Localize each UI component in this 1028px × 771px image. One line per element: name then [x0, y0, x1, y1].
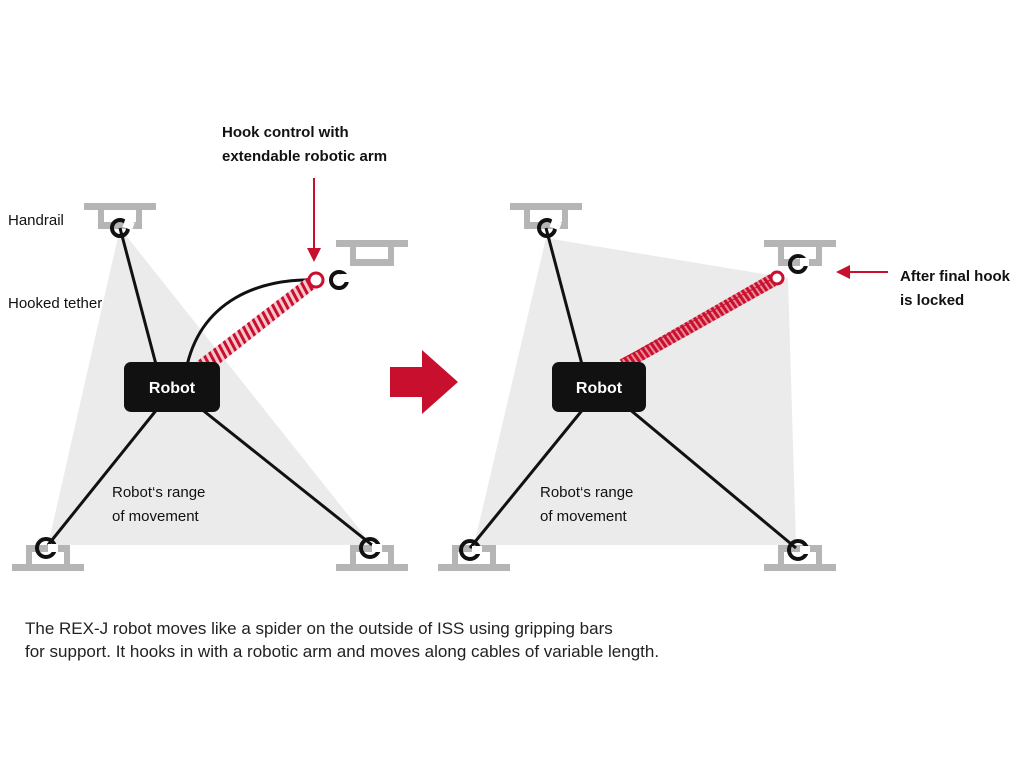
handrail-icon	[336, 240, 408, 266]
handrail-icon	[84, 203, 156, 229]
final-hook-label-line2: is locked	[900, 292, 964, 309]
arrow-right-icon	[390, 350, 458, 414]
left-panel: Robot Handrail Hooked tether Hook contro…	[8, 124, 408, 571]
arm-line	[619, 277, 775, 361]
handrail-label: Handrail	[8, 212, 64, 229]
range-label-line1: Robot‘s range	[540, 484, 633, 501]
caption-line1: The REX-J robot moves like a spider on t…	[25, 619, 613, 638]
hook-icon	[359, 537, 382, 559]
arrow-left-icon	[836, 265, 888, 279]
hook-control-label-line2: extendable robotic arm	[222, 148, 387, 165]
hook-icon	[459, 539, 482, 561]
hooked-tether-curve	[184, 278, 317, 371]
range-label-line1: Robot‘s range	[112, 484, 205, 501]
tether-line	[544, 227, 586, 373]
handrail-icon	[510, 203, 582, 229]
caption-line2: for support. It hooks in with a robotic …	[25, 642, 660, 661]
hook-control-label-line1: Hook control with	[222, 124, 349, 141]
tether-line	[46, 407, 160, 546]
robot-label: Robot	[149, 380, 196, 397]
hook-icon	[537, 218, 562, 238]
range-label-line2: of movement	[540, 508, 628, 525]
tether-line	[627, 406, 797, 550]
hook-icon	[307, 270, 350, 290]
hook-icon	[35, 537, 58, 559]
tether-line	[468, 407, 586, 549]
final-hook-label-line1: After final hook	[900, 268, 1011, 285]
arrow-down-icon	[307, 178, 321, 262]
robot-left	[124, 362, 220, 412]
tether-line	[199, 406, 373, 547]
hook-icon	[110, 218, 135, 238]
right-panel: Robot After final hook is locked Robot‘s…	[438, 203, 1011, 571]
hook-icon	[787, 539, 810, 561]
robotic-arm-left	[196, 274, 318, 376]
hooked-tether-label: Hooked tether	[8, 295, 102, 312]
tether-line	[118, 227, 160, 373]
robot-label: Robot	[576, 380, 623, 397]
hook-icon	[769, 254, 809, 286]
robot-right	[552, 362, 646, 412]
range-label-line2: of movement	[112, 508, 200, 525]
caption: The REX-J robot moves like a spider on t…	[25, 617, 985, 663]
